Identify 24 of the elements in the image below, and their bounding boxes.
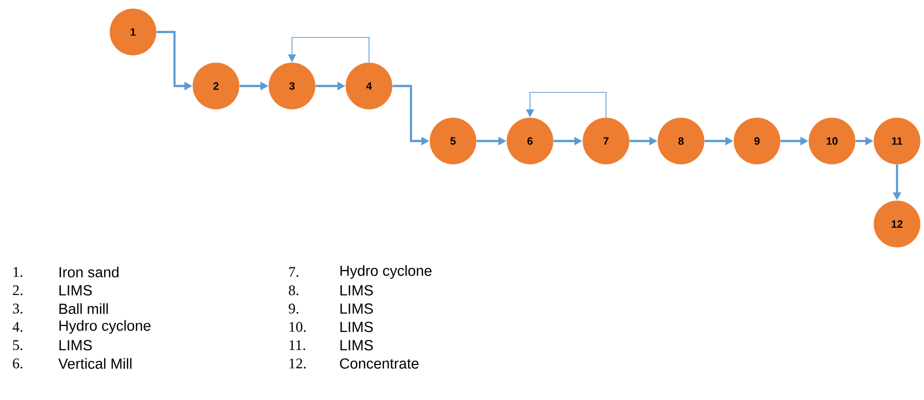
list-number: 4. [12,322,22,332]
list-item: Vertical Mill [58,358,132,369]
list-item: Ball mill [59,303,108,314]
list-number: 2. [12,285,22,296]
list-number: 7. [289,267,298,277]
list-item: Hydro cyclone [59,320,151,334]
list-number: 1. [14,267,22,277]
list-number: 5. [13,340,22,350]
list-item: Hydro cyclone [340,265,432,279]
list-item: LIMS [340,322,373,332]
list-item: LIMS [340,340,373,350]
list-item: LIMS [59,340,92,350]
list-number: 9. [288,304,298,314]
list-item: Iron sand [60,266,118,278]
list-item: Concentrate [340,358,419,369]
list-item: LIMS [340,285,373,296]
list-number: 12. [290,358,306,368]
list-number: 8. [288,285,298,296]
list-item: LIMS [340,303,373,314]
list-number: 10. [290,322,306,332]
list-number: 11. [290,340,306,350]
list-number: 3. [12,304,22,314]
list-item: LIMS [59,285,92,296]
list-number: 6. [12,358,22,368]
